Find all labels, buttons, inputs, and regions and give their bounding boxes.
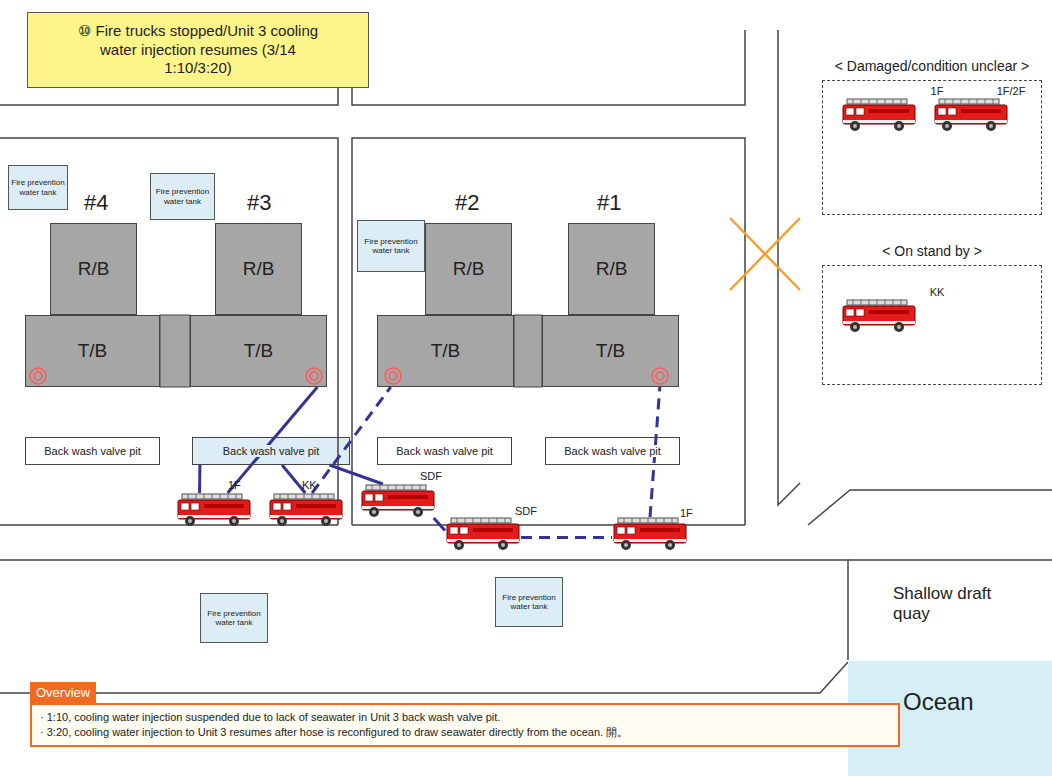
area-label: Shallow draft quay bbox=[893, 584, 1003, 624]
truck-label: 1F bbox=[680, 507, 693, 519]
title-text: ⑩ Fire trucks stopped/Unit 3 cooling wat… bbox=[68, 22, 328, 78]
truck-label: 1F/2F bbox=[973, 85, 1049, 97]
fire-truck-icon bbox=[176, 493, 252, 527]
box-fill bbox=[190, 315, 327, 387]
box-fill bbox=[542, 315, 679, 387]
fire-truck: KK bbox=[841, 299, 917, 333]
box-fill bbox=[377, 315, 514, 387]
fire-truck: 1F bbox=[841, 98, 917, 132]
overview-text: · 1:10, cooling water injection suspende… bbox=[32, 710, 898, 725]
box-fill bbox=[25, 437, 160, 465]
overview-body: · 1:10, cooling water injection suspende… bbox=[30, 703, 900, 747]
box-fill bbox=[568, 223, 655, 315]
fire-truck-icon bbox=[841, 98, 917, 132]
turbine-building: T/B bbox=[542, 315, 679, 387]
box-label: T/B bbox=[78, 340, 108, 362]
box-label: Fire prevention water tank bbox=[153, 187, 212, 205]
water-tank: Fire prevention water tank bbox=[357, 220, 425, 272]
box-label: R/B bbox=[78, 258, 110, 280]
turbine-building: T/B bbox=[377, 315, 514, 387]
injection-point bbox=[30, 368, 668, 384]
box-fill bbox=[25, 315, 160, 387]
turbine-building: T/B bbox=[25, 315, 160, 387]
fire-truck-icon bbox=[612, 517, 688, 551]
reactor-building: R/B bbox=[215, 223, 302, 315]
box-label: T/B bbox=[596, 340, 626, 362]
fire-truck-icon bbox=[933, 98, 1009, 132]
unit-number: #2 bbox=[455, 190, 479, 216]
building-link bbox=[514, 315, 542, 387]
blocked-road bbox=[730, 218, 800, 290]
unit-number: #4 bbox=[84, 190, 108, 216]
region-heading: < On stand by > bbox=[823, 243, 1041, 259]
truck-label: KK bbox=[899, 286, 975, 298]
truck-label: SDF bbox=[420, 470, 442, 482]
box-label: T/B bbox=[244, 340, 274, 362]
fire-truck-icon bbox=[841, 299, 917, 333]
fire-truck: SDF bbox=[445, 517, 521, 551]
box-label: Back wash valve pit bbox=[221, 445, 322, 457]
overview-panel: Overview · 1:10, cooling water injection … bbox=[30, 682, 900, 747]
box-label: T/B bbox=[431, 340, 461, 362]
fire-truck: SDF bbox=[360, 484, 436, 518]
valve-pit: Back wash valve pit bbox=[377, 437, 512, 465]
truck-label: KK bbox=[302, 479, 317, 491]
status-region: KK< On stand by > bbox=[822, 265, 1042, 385]
box-label: Back wash valve pit bbox=[562, 445, 663, 457]
water-tank: Fire prevention water tank bbox=[8, 165, 68, 210]
fire-truck-icon bbox=[360, 484, 436, 518]
hose-line bbox=[282, 465, 305, 493]
box-label: Fire prevention water tank bbox=[498, 593, 560, 611]
box-label: Fire prevention water tank bbox=[11, 178, 65, 196]
water-tank: Fire prevention water tank bbox=[495, 577, 563, 627]
box-fill bbox=[425, 223, 512, 315]
hose-line bbox=[521, 536, 612, 539]
box-fill bbox=[377, 437, 512, 465]
hose-line bbox=[228, 387, 318, 493]
box-label: Back wash valve pit bbox=[42, 445, 143, 457]
water-tank: Fire prevention water tank bbox=[150, 173, 215, 220]
box-label: Fire prevention water tank bbox=[203, 609, 265, 627]
valve-pit: Back wash valve pit bbox=[192, 437, 350, 465]
box-fill bbox=[215, 223, 302, 315]
reactor-building: R/B bbox=[50, 223, 137, 315]
fire-truck: KK bbox=[268, 493, 344, 527]
box-fill bbox=[545, 437, 680, 465]
water-tank: Fire prevention water tank bbox=[200, 593, 268, 643]
unit-number: #3 bbox=[247, 190, 271, 216]
reactor-building: R/B bbox=[425, 223, 512, 315]
fire-truck: 1F/2F bbox=[933, 98, 1009, 132]
unit-number: #1 bbox=[597, 190, 621, 216]
box-label: R/B bbox=[596, 258, 628, 280]
truck-label: 1F bbox=[228, 479, 241, 491]
box-label: Back wash valve pit bbox=[394, 445, 495, 457]
area-label: Ocean bbox=[903, 688, 974, 716]
fire-truck: 1F bbox=[612, 517, 688, 551]
box-label: Fire prevention water tank bbox=[360, 237, 422, 255]
hose-line bbox=[434, 518, 445, 531]
overview-text: · 3:20, cooling water injection to Unit … bbox=[32, 725, 898, 740]
hose-line bbox=[329, 465, 382, 484]
truck-label: SDF bbox=[515, 505, 537, 517]
box-label: R/B bbox=[243, 258, 275, 280]
region-heading: < Damaged/condition unclear > bbox=[823, 58, 1041, 74]
overview-text: Overview bbox=[30, 682, 96, 703]
fire-truck-icon bbox=[445, 517, 521, 551]
fire-truck: 1F bbox=[176, 493, 252, 527]
hose-line bbox=[198, 465, 201, 493]
valve-pit: Back wash valve pit bbox=[25, 437, 160, 465]
valve-pit: Back wash valve pit bbox=[545, 437, 680, 465]
hose-line bbox=[312, 387, 391, 493]
roads bbox=[0, 30, 1052, 693]
truck-label: 1F bbox=[899, 85, 975, 97]
title-box: ⑩ Fire trucks stopped/Unit 3 cooling wat… bbox=[27, 12, 369, 88]
turbine-building: T/B bbox=[190, 315, 327, 387]
box-fill bbox=[50, 223, 137, 315]
box-label: R/B bbox=[453, 258, 485, 280]
building-link bbox=[160, 315, 190, 387]
status-region: 1F1F/2F< Damaged/condition unclear > bbox=[822, 80, 1042, 215]
reactor-building: R/B bbox=[568, 223, 655, 315]
fire-truck-icon bbox=[268, 493, 344, 527]
